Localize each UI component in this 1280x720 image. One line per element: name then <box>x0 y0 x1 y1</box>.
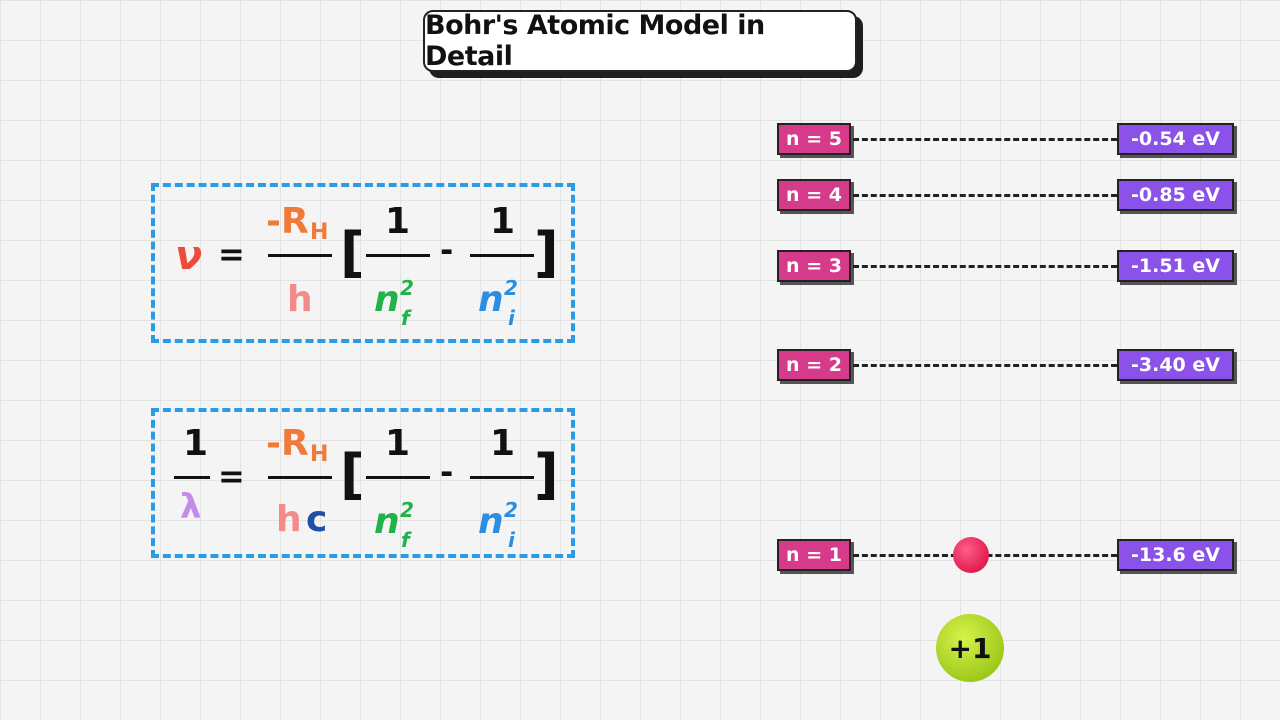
n-final-superscript: 2 <box>400 498 414 522</box>
n-initial-subscript: i <box>508 528 515 552</box>
rydberg-constant: -R <box>266 201 309 242</box>
fraction-bar <box>470 254 534 257</box>
level-label-n4: n = 4 <box>777 179 851 211</box>
numerator-one: 1 <box>490 201 516 242</box>
fraction-bar <box>268 254 332 257</box>
frequency-equation-box <box>151 183 575 343</box>
level-label-n3: n = 3 <box>777 250 851 282</box>
minus-sign: - <box>440 453 454 491</box>
electron <box>953 537 989 573</box>
speed-of-light-c: c <box>306 499 328 540</box>
bracket-open: [ <box>340 443 365 506</box>
nu-symbol: ν <box>175 233 203 279</box>
level-label-n1: n = 1 <box>777 539 851 571</box>
n-final: n <box>374 279 400 320</box>
lhs-numerator-one: 1 <box>183 423 209 464</box>
fraction-bar <box>366 254 430 257</box>
n-initial-superscript: 2 <box>504 498 518 522</box>
n-final-subscript: f <box>401 528 410 552</box>
n-initial-superscript: 2 <box>504 276 518 300</box>
level-line-n5 <box>853 138 1117 141</box>
n-initial: n <box>478 501 504 542</box>
level-label-n2: n = 2 <box>777 349 851 381</box>
level-energy-n1: -13.6 eV <box>1117 539 1234 571</box>
nucleus: +1 <box>936 614 1004 682</box>
bracket-close: ] <box>534 443 559 506</box>
level-energy-n3: -1.51 eV <box>1117 250 1234 282</box>
equals-sign: = <box>218 457 245 495</box>
equals-sign: = <box>218 235 245 273</box>
n-initial: n <box>478 279 504 320</box>
fraction-bar <box>268 476 332 479</box>
minus-sign: - <box>440 231 454 269</box>
n-final: n <box>374 501 400 542</box>
bracket-open: [ <box>340 221 365 284</box>
level-line-n2 <box>853 364 1117 367</box>
numerator-one: 1 <box>385 423 411 464</box>
rydberg-subscript: H <box>310 442 329 467</box>
fraction-bar <box>366 476 430 479</box>
planck-h: h <box>276 499 302 540</box>
fraction-bar <box>470 476 534 479</box>
level-label-n5: n = 5 <box>777 123 851 155</box>
level-line-n4 <box>853 194 1117 197</box>
page-title: Bohr's Atomic Model in Detail <box>423 10 857 72</box>
n-final-subscript: f <box>401 306 410 330</box>
n-final-superscript: 2 <box>400 276 414 300</box>
fraction-bar <box>174 476 210 479</box>
lambda-symbol: λ <box>180 487 202 527</box>
level-energy-n2: -3.40 eV <box>1117 349 1234 381</box>
rydberg-subscript: H <box>310 220 329 245</box>
numerator-one: 1 <box>490 423 516 464</box>
n-initial-subscript: i <box>508 306 515 330</box>
numerator-one: 1 <box>385 201 411 242</box>
rydberg-constant: -R <box>266 423 309 464</box>
bracket-close: ] <box>534 221 559 284</box>
level-line-n3 <box>853 265 1117 268</box>
level-energy-n4: -0.85 eV <box>1117 179 1234 211</box>
level-energy-n5: -0.54 eV <box>1117 123 1234 155</box>
wavelength-equation-box <box>151 408 575 558</box>
planck-h: h <box>287 279 313 320</box>
